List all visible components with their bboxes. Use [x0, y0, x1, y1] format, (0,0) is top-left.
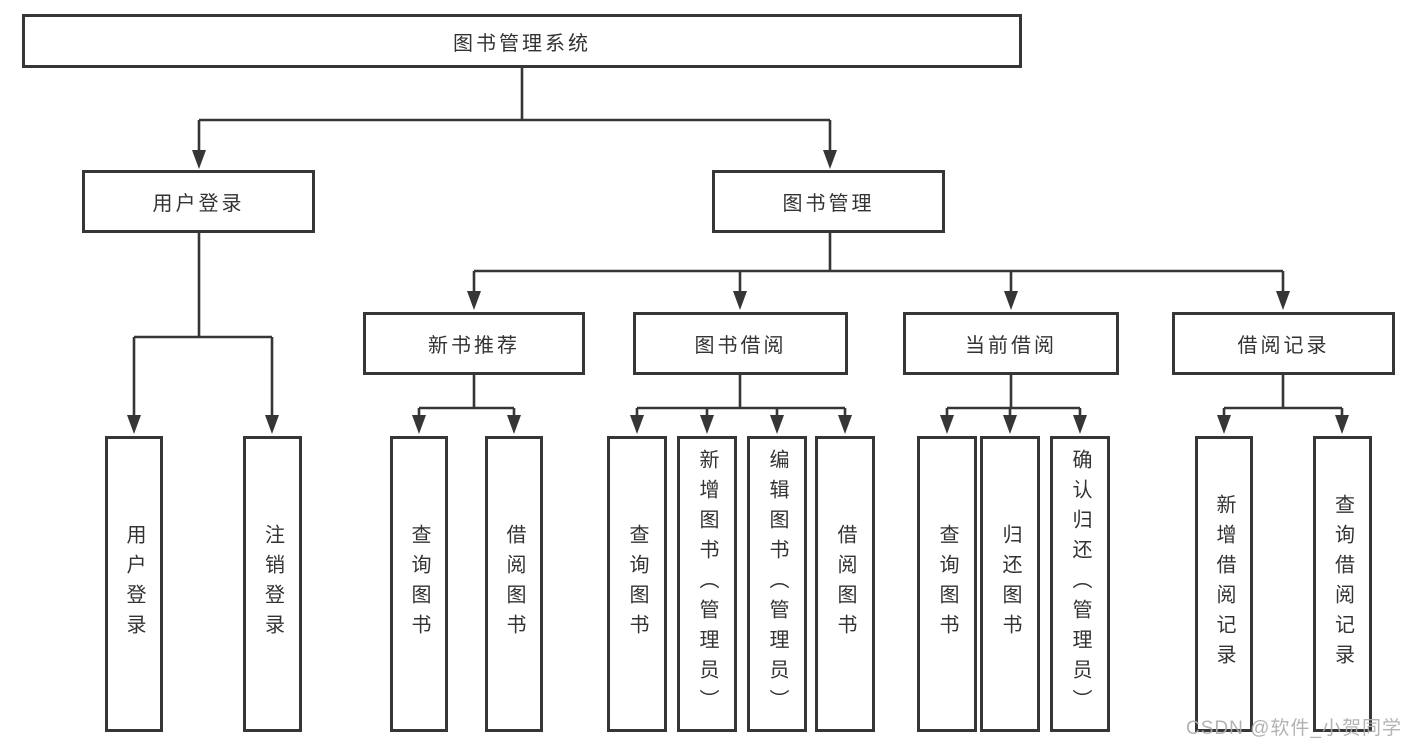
connector-current-borrow-to-leaves: [940, 375, 1087, 434]
node-borrow-records-label: 借阅记录: [1237, 335, 1330, 357]
leaf-query-books-recommend: 查询图书: [390, 436, 448, 732]
leaf-add-book-admin: 新增图书（管理员）: [677, 436, 737, 732]
leaf-add-book-admin-label: 新增图书（管理员）: [696, 449, 718, 719]
leaf-borrow-books-recommend-label: 借阅图书: [503, 524, 525, 644]
leaf-borrow-books-borrow-label: 借阅图书: [834, 524, 856, 644]
connector-book-borrow-to-leaves: [630, 375, 852, 434]
leaf-return-book-label: 归还图书: [999, 524, 1021, 644]
node-current-borrow: 当前借阅: [903, 312, 1119, 375]
leaf-borrow-books-borrow: 借阅图书: [815, 436, 875, 732]
leaf-query-borrow-record: 查询借阅记录: [1313, 436, 1372, 732]
leaf-return-book: 归还图书: [980, 436, 1040, 732]
connector-book-management-to-level3: [467, 233, 1290, 310]
leaf-query-books-current: 查询图书: [917, 436, 977, 732]
csdn-watermark: CSDN @软件_小贺同学: [1186, 718, 1402, 739]
node-root-label: 图书管理系统: [453, 32, 591, 55]
leaf-add-borrow-record-label: 新增借阅记录: [1213, 494, 1235, 674]
leaf-logout-label: 注销登录: [261, 524, 284, 644]
node-book-management-label: 图书管理: [782, 193, 875, 215]
leaf-user-login: 用户登录: [105, 436, 163, 732]
leaf-confirm-return-admin: 确认归还（管理员）: [1050, 436, 1110, 732]
leaf-edit-book-admin-label: 编辑图书（管理员）: [766, 449, 788, 719]
leaf-add-borrow-record: 新增借阅记录: [1195, 436, 1253, 732]
node-borrow-records: 借阅记录: [1172, 312, 1395, 375]
connector-borrow-records-to-leaves: [1217, 375, 1349, 434]
connector-user-login-to-leaves: [127, 233, 279, 434]
leaf-logout: 注销登录: [243, 436, 302, 732]
connector-root-to-level2: [192, 68, 837, 169]
leaf-query-books-current-label: 查询图书: [936, 524, 958, 644]
leaf-query-borrow-record-label: 查询借阅记录: [1331, 494, 1354, 674]
node-book-borrow: 图书借阅: [633, 312, 848, 375]
leaf-query-books-borrow: 查询图书: [607, 436, 667, 732]
leaf-query-books-recommend-label: 查询图书: [408, 524, 430, 644]
node-book-management: 图书管理: [712, 170, 945, 233]
leaf-edit-book-admin: 编辑图书（管理员）: [747, 436, 807, 732]
connector-new-book-recommend-to-leaves: [412, 375, 521, 434]
leaf-user-login-label: 用户登录: [123, 524, 145, 644]
node-new-book-recommend: 新书推荐: [363, 312, 585, 375]
node-new-book-recommend-label: 新书推荐: [428, 335, 520, 357]
node-book-borrow-label: 图书借阅: [694, 335, 787, 357]
leaf-confirm-return-admin-label: 确认归还（管理员）: [1069, 449, 1091, 719]
leaf-borrow-books-recommend: 借阅图书: [485, 436, 543, 732]
node-root-system: 图书管理系统: [22, 14, 1022, 68]
node-user-login: 用户登录: [82, 170, 315, 233]
node-current-borrow-label: 当前借阅: [965, 335, 1057, 357]
leaf-query-books-borrow-label: 查询图书: [626, 524, 648, 644]
node-user-login-label: 用户登录: [152, 193, 245, 215]
